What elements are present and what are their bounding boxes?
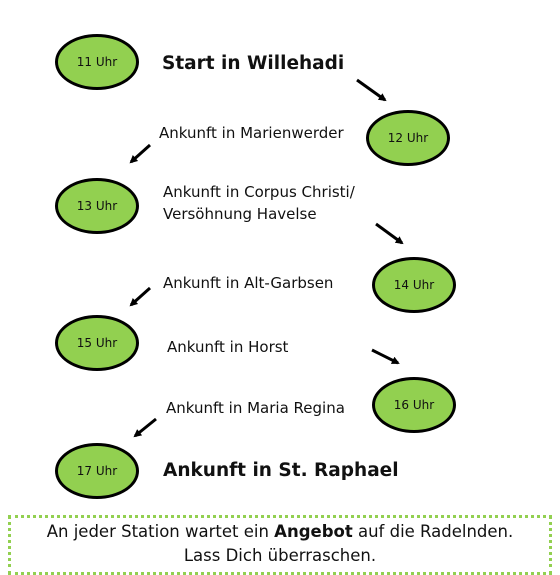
arrow-down-right <box>356 78 387 102</box>
station-node-14: 14 Uhr <box>372 257 456 313</box>
station-time: 17 Uhr <box>76 464 118 478</box>
station-time: 11 Uhr <box>76 55 118 69</box>
station-node-15: 15 Uhr <box>55 315 139 371</box>
station-label-start: Start in Willehadi <box>162 53 345 74</box>
footer-line-2: Lass Dich überraschen. <box>183 546 377 565</box>
arrow-down-left <box>129 143 152 164</box>
arrow-down-right <box>371 348 400 365</box>
route-arrows <box>129 78 404 438</box>
footer-line-1: An jeder Station wartet ein Angebot auf … <box>46 522 514 541</box>
station-label-end: Ankunft in St. Raphael <box>163 460 399 481</box>
footer-highlight: Angebot <box>274 522 353 541</box>
station-node-16: 16 Uhr <box>372 377 456 433</box>
station-node-17: 17 Uhr <box>55 443 139 499</box>
station-label-havelse: Versöhnung Havelse <box>163 205 317 223</box>
station-time: 16 Uhr <box>393 398 435 412</box>
station-node-11: 11 Uhr <box>55 34 139 90</box>
station-time: 12 Uhr <box>387 131 429 145</box>
station-label-horst: Ankunft in Horst <box>167 338 289 356</box>
station-time: 15 Uhr <box>76 336 118 350</box>
station-time: 13 Uhr <box>76 199 118 213</box>
station-node-12: 12 Uhr <box>366 110 450 166</box>
station-node-13: 13 Uhr <box>55 178 139 234</box>
arrow-down-right <box>375 222 404 245</box>
station-label-marienwerder: Ankunft in Marienwerder <box>159 124 344 142</box>
arrow-down-left <box>129 286 152 307</box>
station-label-alt-garbsen: Ankunft in Alt-Garbsen <box>163 274 334 292</box>
station-label-corpus-christi: Ankunft in Corpus Christi/ <box>163 183 355 201</box>
arrow-down-left <box>133 417 157 438</box>
footer-note: An jeder Station wartet ein Angebot auf … <box>8 515 552 575</box>
station-label-maria-regina: Ankunft in Maria Regina <box>166 399 345 417</box>
station-time: 14 Uhr <box>393 278 435 292</box>
